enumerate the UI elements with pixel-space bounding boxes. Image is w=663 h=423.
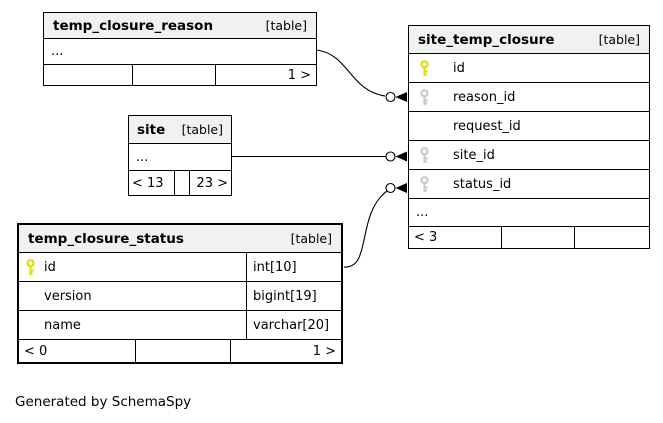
table-footer: < 13 23 > (129, 171, 231, 195)
table-header[interactable]: temp_closure_reason [table] (44, 13, 316, 39)
table-type-badge: [table] (290, 231, 332, 246)
footer-parents-count: < 0 (24, 343, 48, 359)
foreign-key-icon (419, 88, 430, 106)
column-name: status_id (453, 176, 512, 192)
table-type-badge: [table] (265, 18, 307, 33)
column-name: reason_id (453, 89, 516, 105)
primary-key-icon (25, 258, 36, 276)
footer-parents-count: < 3 (414, 230, 438, 245)
column-type: int[10] (246, 253, 341, 281)
table-name: temp_closure_status (28, 230, 184, 247)
footer-cell (574, 227, 649, 248)
column-row-name[interactable]: name varchar[20] (19, 311, 341, 340)
elided-columns-row: ... (44, 39, 316, 65)
table-temp-closure-status[interactable]: temp_closure_status [table] id int[10] v… (17, 223, 343, 364)
column-row-version[interactable]: version bigint[19] (19, 282, 341, 311)
foreign-key-icon (419, 175, 430, 193)
footer-cell (135, 340, 230, 362)
edge-site-to-site-id (232, 151, 407, 162)
primary-key-icon (419, 59, 430, 77)
table-name: site (137, 121, 166, 138)
table-footer: 1 > (44, 65, 316, 85)
table-name: site_temp_closure (418, 31, 555, 48)
footer-cell (174, 171, 189, 195)
table-type-badge: [table] (181, 122, 223, 137)
column-name: id (44, 259, 56, 275)
foreign-key-icon (419, 146, 430, 164)
column-type: varchar[20] (246, 311, 341, 339)
footer-cell (132, 65, 215, 85)
column-name: id (453, 60, 465, 76)
column-row-id[interactable]: id int[10] (19, 253, 341, 282)
table-type-badge: [table] (598, 32, 640, 47)
column-name: request_id (453, 118, 521, 134)
table-header[interactable]: site_temp_closure [table] (409, 26, 649, 54)
column-row-site-id[interactable]: site_id (409, 141, 649, 170)
elided-columns-row: ... (129, 144, 231, 171)
table-footer: < 0 1 > (19, 340, 341, 362)
column-name: site_id (453, 147, 495, 163)
table-site[interactable]: site [table] ... < 13 23 > (128, 115, 232, 196)
table-site-temp-closure[interactable]: site_temp_closure [table] id reason_id r… (408, 25, 650, 249)
column-row-id[interactable]: id (409, 54, 649, 83)
footer-children-count: 23 > (189, 171, 231, 195)
footer-cell (44, 65, 132, 85)
column-type: bigint[19] (246, 282, 341, 310)
column-row-reason-id[interactable]: reason_id (409, 83, 649, 112)
footer-parents-count: < 13 (132, 175, 164, 191)
generated-by-credit: Generated by SchemaSpy (15, 394, 192, 410)
column-name: version (44, 288, 92, 304)
table-footer: < 3 (409, 227, 649, 248)
footer-children-count: 1 > (215, 65, 316, 85)
table-name: temp_closure_reason (53, 17, 214, 34)
table-header[interactable]: temp_closure_status [table] (19, 225, 341, 253)
footer-cell (501, 227, 574, 248)
elided-columns-row: ... (409, 199, 649, 227)
column-row-request-id[interactable]: request_id (409, 112, 649, 141)
edge-temp-closure-reason-to-reason-id (315, 49, 407, 103)
table-header[interactable]: site [table] (129, 116, 231, 144)
footer-children-count: 1 > (230, 340, 341, 362)
table-temp-closure-reason[interactable]: temp_closure_reason [table] ... 1 > (43, 12, 317, 86)
column-name: name (44, 317, 81, 333)
column-row-status-id[interactable]: status_id (409, 170, 649, 199)
edge-temp-closure-status-to-status-id (343, 182, 407, 268)
